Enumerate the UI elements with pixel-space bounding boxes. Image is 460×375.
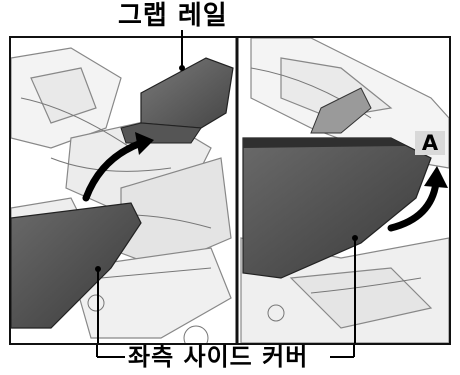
illustration-frame: [9, 36, 451, 345]
callout-a-label: A: [415, 131, 445, 155]
grab-rail-label: 그랩 레일: [118, 1, 228, 31]
motorcycle-drawing: [11, 38, 449, 343]
right-panel: [240, 38, 449, 343]
left-side-cover-label: 좌측 사이드 커버: [128, 343, 309, 371]
left-panel: [11, 47, 234, 343]
